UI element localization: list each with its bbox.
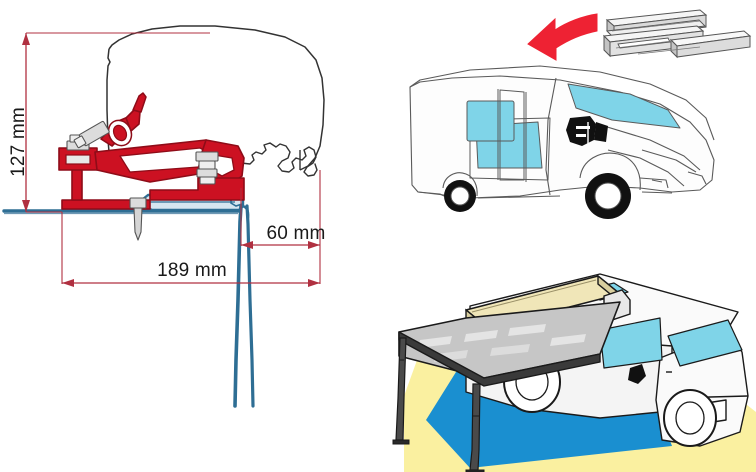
fixing-bolts [66,120,219,241]
dimension-label-height: 127 mm [8,107,29,177]
scene-side-mirror-icon [628,364,646,384]
front-wheel [585,173,631,219]
dimension-label-width: 189 mm [157,260,227,281]
scene-wheel-front [663,389,717,447]
dimension-lines [22,32,321,287]
side-mirror-icon [566,116,608,146]
dimension-label-offset: 60 mm [266,223,325,244]
support-leg-rear [392,337,410,445]
awning-case-profile [141,188,255,408]
red-arrow-icon [527,13,598,61]
aluminium-rail-profile [602,9,752,59]
rear-wheel [444,180,476,212]
awning-fabric [398,301,621,387]
gutter-seal-profile [240,142,318,177]
